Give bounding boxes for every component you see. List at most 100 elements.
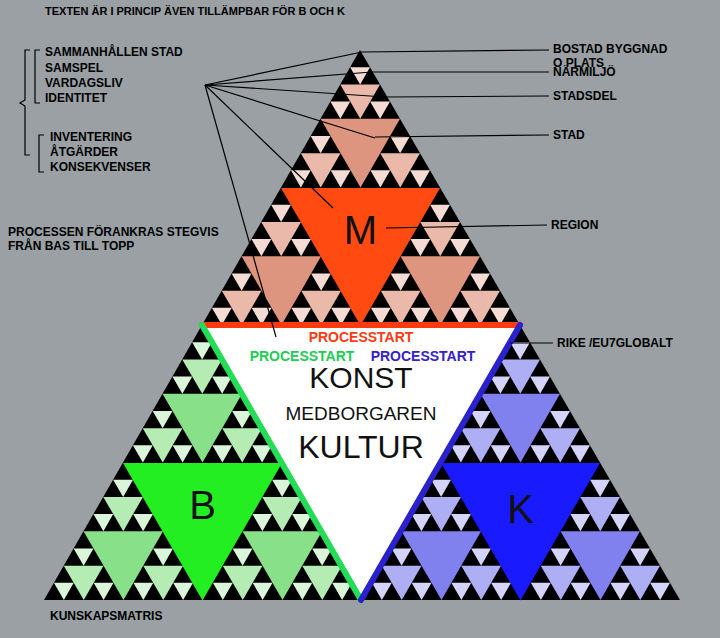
level-label: RIKE /EU7GLOBALT — [557, 336, 673, 350]
bracket — [39, 135, 44, 172]
pattern-triangle — [551, 548, 571, 565]
triangle-shape — [281, 188, 440, 326]
leader-line — [362, 50, 549, 52]
center-word: KONST — [309, 363, 412, 393]
b-triangle: B — [123, 463, 282, 601]
pattern-triangle — [172, 377, 192, 394]
pattern-triangle — [382, 566, 422, 600]
pattern-triangle — [630, 548, 650, 565]
pattern-triangle — [103, 497, 143, 531]
pattern-triangle — [451, 583, 471, 600]
pattern-triangle — [421, 497, 461, 531]
pattern-triangle — [370, 102, 390, 119]
step-label: INVENTERING — [50, 130, 132, 144]
pattern-triangle — [561, 531, 641, 600]
aspect-label: SAMSPEL — [45, 61, 103, 75]
pattern-triangle — [301, 291, 341, 325]
pattern-triangle — [471, 548, 491, 565]
pattern-triangle — [223, 566, 263, 600]
pattern-triangle — [173, 445, 193, 462]
level-label: STAD — [553, 128, 585, 142]
pattern-triangle — [242, 256, 322, 325]
pattern-triangle — [470, 273, 490, 290]
pattern-triangle — [331, 170, 351, 187]
aspect-label: SAMMANHÅLLEN STAD — [45, 45, 183, 59]
pattern-triangle — [550, 411, 570, 428]
m-triangle: M — [281, 188, 440, 326]
pattern-triangle — [163, 394, 243, 463]
pattern-triangle — [153, 548, 173, 565]
center-word: MEDBORGAREN — [286, 404, 437, 423]
pattern-triangle — [332, 583, 352, 600]
step-label: KONSEKVENSER — [50, 160, 151, 174]
process-start: PROCESSTART — [371, 349, 476, 363]
outer-triangle — [44, 50, 680, 600]
leader-line — [510, 342, 553, 343]
pattern-triangle — [252, 514, 272, 531]
pattern-triangle — [243, 531, 323, 600]
pattern-triangle — [301, 153, 341, 187]
pattern-triangle — [261, 222, 301, 256]
pattern-triangle — [620, 566, 660, 600]
pattern-triangle — [232, 273, 252, 290]
bracket — [20, 50, 30, 155]
leader-line — [205, 85, 385, 97]
pattern-triangle — [402, 531, 482, 600]
triangle-fill — [441, 463, 600, 601]
pattern-triangle — [481, 394, 561, 463]
pattern-triangle — [590, 480, 610, 497]
node-letter: M — [344, 210, 377, 250]
pattern-triangle — [610, 514, 630, 531]
pattern-triangle — [390, 136, 410, 153]
pattern-triangle — [182, 359, 222, 393]
pattern-triangle — [93, 514, 113, 531]
node-letter: K — [507, 489, 534, 529]
pattern-triangle — [153, 411, 173, 428]
pattern-triangle — [292, 514, 312, 531]
pattern-triangle — [64, 566, 104, 600]
pattern-triangle — [94, 583, 114, 600]
pattern-triangle — [510, 342, 530, 359]
pattern-triangle — [173, 583, 193, 600]
pattern-triangle — [222, 428, 262, 462]
pattern-triangle — [291, 239, 311, 256]
leader-line — [205, 85, 333, 208]
pattern-triangle — [412, 583, 432, 600]
leader-line — [372, 71, 549, 72]
pattern-triangle — [570, 445, 590, 462]
triangle-fill — [123, 463, 282, 601]
pattern-triangle — [212, 377, 232, 394]
pattern-triangle — [381, 291, 421, 325]
pattern-triangle — [451, 445, 471, 462]
step-label: ÅTGÄRDER — [50, 145, 118, 159]
pattern-triangle — [372, 583, 392, 600]
bracket — [35, 50, 40, 103]
pattern-triangle — [530, 377, 550, 394]
pattern-triangle — [460, 291, 500, 325]
leader-line — [375, 135, 549, 137]
pattern-triangle — [143, 428, 183, 462]
triangle-edge — [202, 322, 520, 328]
process-note: PROCESSEN FÖRANKRAS STEGVIS FRÅN BAS TIL… — [8, 225, 240, 254]
pattern-triangle — [570, 514, 590, 531]
pattern-triangle — [541, 566, 581, 600]
pattern-triangle — [410, 170, 430, 187]
pattern-triangle — [610, 583, 630, 600]
pattern-triangle — [74, 548, 94, 565]
pattern-triangle — [461, 566, 501, 600]
pattern-triangle — [253, 583, 273, 600]
pattern-triangle — [272, 480, 292, 497]
pattern-triangle — [321, 119, 401, 188]
pattern-triangle — [431, 480, 451, 497]
pattern-triangle — [451, 514, 471, 531]
k-triangle: K — [441, 463, 600, 601]
pattern-triangle — [251, 239, 271, 256]
pattern-triangle — [340, 84, 380, 118]
pattern-triangle — [430, 205, 450, 222]
pattern-triangle — [133, 514, 153, 531]
pattern-triangle — [571, 583, 591, 600]
pattern-triangle — [291, 170, 311, 187]
pattern-triangle — [133, 583, 153, 600]
pattern-triangle — [370, 170, 390, 187]
leader-line — [385, 96, 549, 97]
